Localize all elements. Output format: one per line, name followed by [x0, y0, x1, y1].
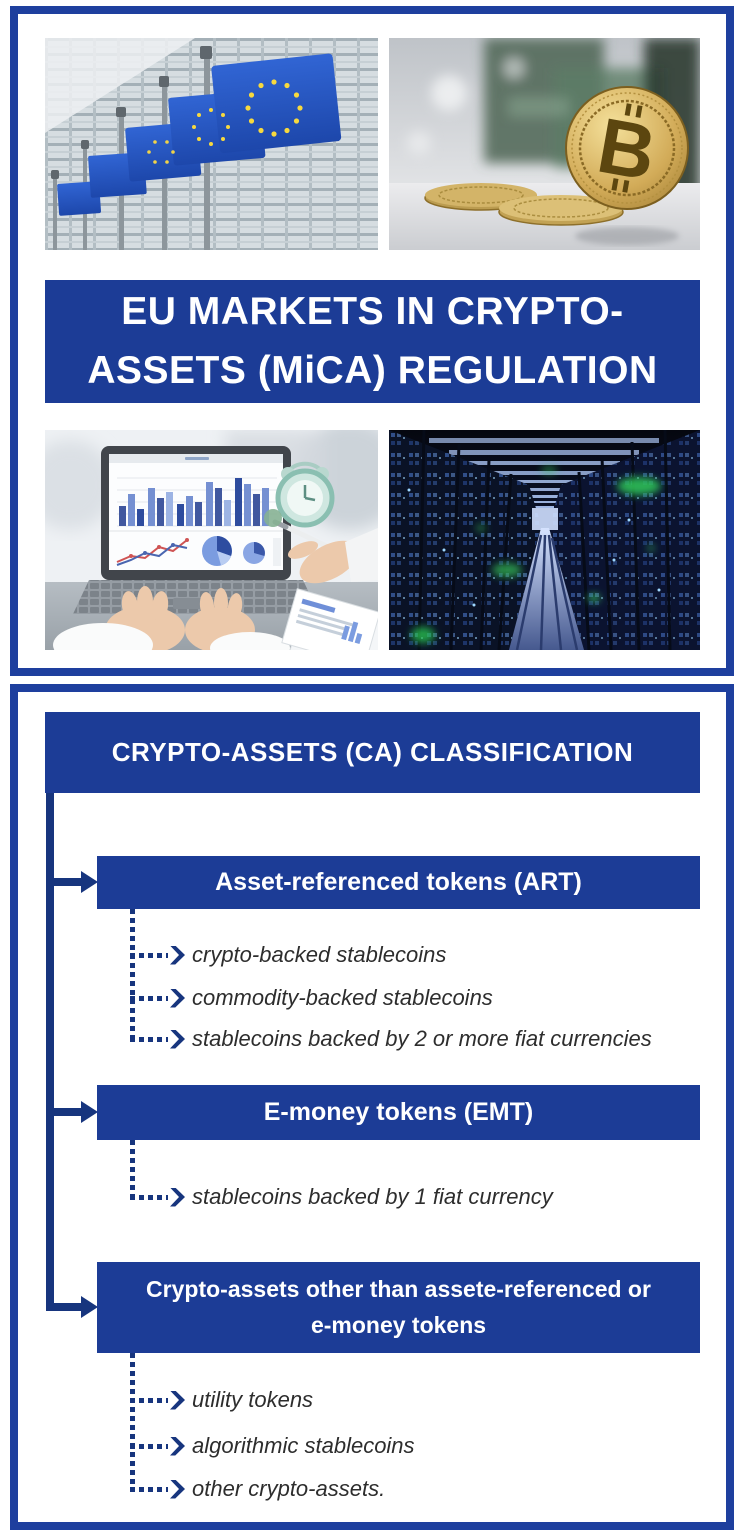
- branch-arrow-icon: [54, 1101, 98, 1123]
- dotted-leader: [130, 1443, 168, 1449]
- dotted-leader: [130, 1397, 168, 1403]
- sub-item-label: utility tokens: [192, 1387, 314, 1412]
- hero-section: B EU MARKETS IN CRYPTO- ASSETS (MiCA) RE…: [10, 6, 734, 676]
- title-banner: EU MARKETS IN CRYPTO- ASSETS (MiCA) REGU…: [45, 280, 700, 403]
- classification-header-text: CRYPTO-ASSETS (CA) CLASSIFICATION: [111, 737, 634, 767]
- bitcoin-photo: B: [389, 38, 700, 250]
- tree-trunk-line: [46, 793, 54, 1311]
- dotted-line: [130, 1353, 135, 1490]
- sub-item-label: stablecoins backed by 2 or more fiat cur…: [192, 1026, 652, 1051]
- category-box-art: Asset-referenced tokens (ART): [97, 856, 700, 909]
- dotted-line: [130, 909, 135, 1041]
- eu-flags-illustration: [45, 38, 378, 250]
- sub-item-label: crypto-backed stablecoins: [192, 942, 447, 967]
- bitcoin-illustration: B: [389, 38, 700, 250]
- sub-item: stablecoins backed by 1 fiat currency: [130, 1184, 553, 1210]
- sub-item-label: algorithmic stablecoins: [192, 1433, 415, 1458]
- sub-item-label: stablecoins backed by 1 fiat currency: [192, 1184, 553, 1209]
- sub-item-label: other crypto-assets.: [192, 1476, 386, 1501]
- bar-chart-on-screen: [119, 478, 269, 526]
- title-banner-text: EU MARKETS IN CRYPTO- ASSETS (MiCA) REGU…: [87, 290, 658, 392]
- sub-item: utility tokens: [130, 1387, 313, 1413]
- category-box-emt: E-money tokens (EMT): [97, 1085, 700, 1140]
- eu-flags-photo: [45, 38, 378, 250]
- sub-item-label: commodity-backed stablecoins: [192, 985, 493, 1010]
- sub-item: commodity-backed stablecoins: [130, 985, 493, 1011]
- dotted-leader: [130, 995, 168, 1001]
- chevron-right-icon: [170, 988, 185, 1008]
- sub-item: stablecoins backed by 2 or more fiat cur…: [130, 1026, 652, 1052]
- chevron-right-icon: [170, 1479, 185, 1499]
- dotted-leader: [130, 952, 168, 958]
- classification-section: CRYPTO-ASSETS (CA) CLASSIFICATION Asset-…: [10, 684, 734, 1530]
- category-label-art: Asset-referenced tokens (ART): [215, 868, 582, 897]
- chevron-right-icon: [170, 1436, 185, 1456]
- sub-item: algorithmic stablecoins: [130, 1433, 415, 1459]
- dotted-line: [130, 1140, 135, 1198]
- dotted-leader: [130, 1194, 168, 1200]
- chevron-right-icon: [170, 1029, 185, 1049]
- chevron-right-icon: [170, 1390, 185, 1410]
- branch-arrow-icon: [54, 1296, 98, 1318]
- category-label-other: Crypto-assets other than assete-referenc…: [146, 1275, 651, 1338]
- branch-arrow-icon: [54, 871, 98, 893]
- category-box-other: Crypto-assets other than assete-referenc…: [97, 1262, 700, 1353]
- chevron-right-icon: [170, 945, 185, 965]
- server-room-photo: [389, 430, 700, 650]
- alarm-clock-icon: [275, 461, 335, 528]
- sub-item: other crypto-assets.: [130, 1476, 385, 1502]
- dotted-leader: [130, 1036, 168, 1042]
- server-room-illustration: [389, 430, 700, 650]
- analytics-photo: [45, 430, 378, 650]
- analytics-illustration: [45, 430, 378, 650]
- bitcoin-coin-icon: B: [565, 86, 689, 210]
- classification-header: CRYPTO-ASSETS (CA) CLASSIFICATION: [45, 712, 700, 793]
- sub-item: crypto-backed stablecoins: [130, 942, 446, 968]
- category-label-emt: E-money tokens (EMT): [263, 1098, 534, 1127]
- chevron-right-icon: [170, 1187, 185, 1207]
- dotted-leader: [130, 1486, 168, 1492]
